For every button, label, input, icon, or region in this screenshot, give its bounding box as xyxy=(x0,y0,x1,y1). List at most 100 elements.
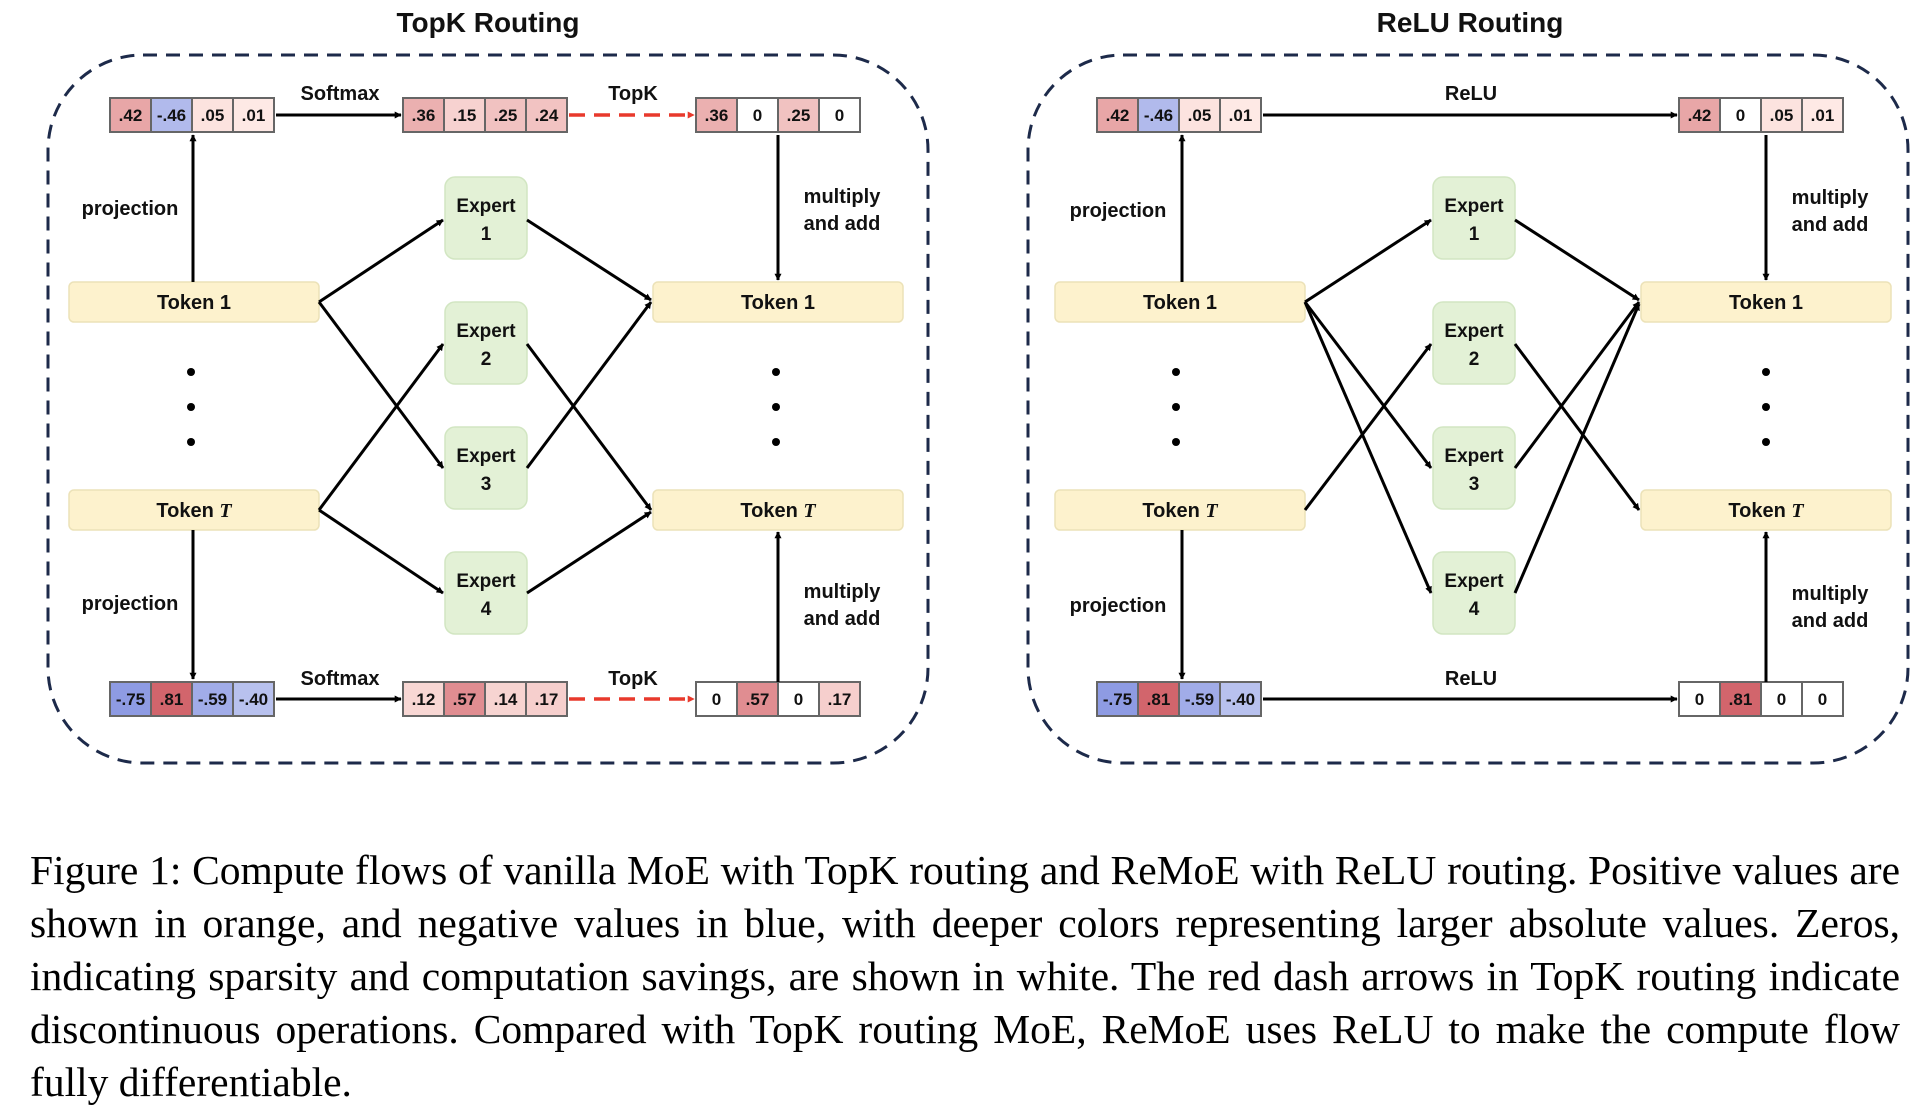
vector-cell-value: .01 xyxy=(1811,106,1835,125)
vector-cell-value: -.59 xyxy=(1185,690,1214,709)
vector-cell xyxy=(818,681,861,717)
topk-token-1-in-label: Token 1 xyxy=(157,292,231,314)
topk-bottom-scores: -.75.81-.59-.40 xyxy=(109,681,275,717)
vector-cell xyxy=(736,97,779,133)
vector-cell-value: .01 xyxy=(1229,106,1253,125)
topk-token-T-in-label: Token T xyxy=(156,500,232,522)
vector-cell xyxy=(1137,681,1180,717)
topk-expert-1: Expert 1 xyxy=(444,176,528,260)
vector-cell xyxy=(695,97,738,133)
relu-token-1-out xyxy=(1640,281,1892,323)
vector-cell-value: -.46 xyxy=(1144,106,1173,125)
topk-projection-label-bottom: projection xyxy=(82,593,179,615)
topk-topk-label-top: TopK xyxy=(608,83,658,105)
svg-text:Expert: Expert xyxy=(1444,571,1504,592)
vector-cell-value: -.40 xyxy=(239,690,268,709)
topk-token-1-out-label: Token 1 xyxy=(741,292,815,314)
relu-op-label-top: ReLU xyxy=(1445,83,1497,105)
topk-token-T-out xyxy=(652,489,904,531)
figure-caption: Figure 1: Compute flows of vanilla MoE w… xyxy=(30,847,1900,1105)
relu-expert-1: Expert 1 xyxy=(1432,176,1516,260)
vector-cell xyxy=(150,97,193,133)
svg-text:3: 3 xyxy=(481,474,492,495)
vector-cell xyxy=(1137,97,1180,133)
vector-cell-value: .14 xyxy=(494,690,518,709)
vector-cell-value: .81 xyxy=(1147,690,1171,709)
relu-bottom-scores: -.75 .81 -.59 -.40 xyxy=(1096,681,1262,717)
vector-cell xyxy=(1801,97,1844,133)
svg-text:Expert: Expert xyxy=(1444,446,1504,467)
moe-routing-figure: TopK Routing .42-.46.05.01 .36.15.25.24 … xyxy=(46,7,1910,765)
vector-cell-value: -.40 xyxy=(1226,690,1255,709)
svg-text:4: 4 xyxy=(1469,599,1480,620)
vector-cell xyxy=(818,97,861,133)
vector-cell-value: .12 xyxy=(412,690,436,709)
relu-expert-3: Expert 3 xyxy=(1432,426,1516,510)
topk-projection-label-top: projection xyxy=(82,198,179,220)
vector-cell-value: .81 xyxy=(160,690,184,709)
topk-token-T-out-label: Token T xyxy=(740,500,816,522)
relu-expert-4: Expert 4 xyxy=(1432,551,1516,635)
vector-cell-value: .05 xyxy=(1770,106,1794,125)
topk-expert-3: Expert 3 xyxy=(444,426,528,510)
vector-cell-value: .57 xyxy=(746,690,770,709)
svg-text:2: 2 xyxy=(1469,349,1480,370)
topk-routing-arrows xyxy=(317,218,653,595)
vector-cell xyxy=(109,97,152,133)
topk-panel-frame xyxy=(46,53,930,765)
svg-text:Expert: Expert xyxy=(456,446,516,467)
topk-ellipsis-left xyxy=(187,368,195,446)
vector-cell-value: .36 xyxy=(705,106,729,125)
svg-text:Expert: Expert xyxy=(456,571,516,592)
svg-text:Expert: Expert xyxy=(1444,196,1504,217)
svg-text:3: 3 xyxy=(1469,474,1480,495)
svg-text:1: 1 xyxy=(481,224,492,245)
topk-softmax-label-top: Softmax xyxy=(301,83,380,105)
relu-ellipsis-right xyxy=(1762,368,1770,446)
vector-cell xyxy=(1678,97,1721,133)
vector-cell-value: .36 xyxy=(412,106,436,125)
vector-cell-value: 0 xyxy=(1777,690,1786,709)
relu-token-T-out xyxy=(1640,489,1892,531)
vector-cell xyxy=(484,681,527,717)
relu-projection-label-bottom: projection xyxy=(1070,595,1167,617)
vector-cell-value: .24 xyxy=(535,106,559,125)
vector-cell xyxy=(695,681,738,717)
vector-cell xyxy=(525,97,568,133)
vector-cell-value: .01 xyxy=(242,106,266,125)
vector-cell xyxy=(232,681,275,717)
vector-cell-value: .25 xyxy=(494,106,518,125)
topk-softmax-label-bottom: Softmax xyxy=(301,668,380,690)
vector-cell-value: .42 xyxy=(1688,106,1712,125)
vector-cell xyxy=(1219,681,1262,717)
relu-projection-label-top: projection xyxy=(1070,200,1167,222)
vector-cell-value: 0 xyxy=(794,690,803,709)
vector-cell-value: .05 xyxy=(1188,106,1212,125)
relu-op-label-bottom: ReLU xyxy=(1445,668,1497,690)
svg-text:Expert: Expert xyxy=(456,321,516,342)
relu-token-T-in-label: Token T xyxy=(1142,500,1218,522)
vector-cell-value: 0 xyxy=(712,690,721,709)
vector-cell-value: .17 xyxy=(535,690,559,709)
relu-panel-title: ReLU Routing xyxy=(1377,7,1564,38)
vector-cell-value: .57 xyxy=(453,690,477,709)
topk-ellipsis-right xyxy=(772,368,780,446)
vector-cell xyxy=(777,681,820,717)
relu-top-output: .42 0 .05 .01 xyxy=(1678,97,1844,133)
svg-text:Expert: Expert xyxy=(1444,321,1504,342)
vector-cell xyxy=(1178,681,1221,717)
topk-topk-label-bottom: TopK xyxy=(608,668,658,690)
relu-routing-arrows xyxy=(1303,218,1641,594)
vector-cell-value: 0 xyxy=(1736,106,1745,125)
relu-top-scores: .42-.46.05.01 xyxy=(1096,97,1262,133)
topk-panel-title: TopK Routing xyxy=(397,7,580,38)
svg-text:4: 4 xyxy=(481,599,492,620)
vector-cell xyxy=(484,97,527,133)
vector-cell-value: -.75 xyxy=(1103,690,1132,709)
